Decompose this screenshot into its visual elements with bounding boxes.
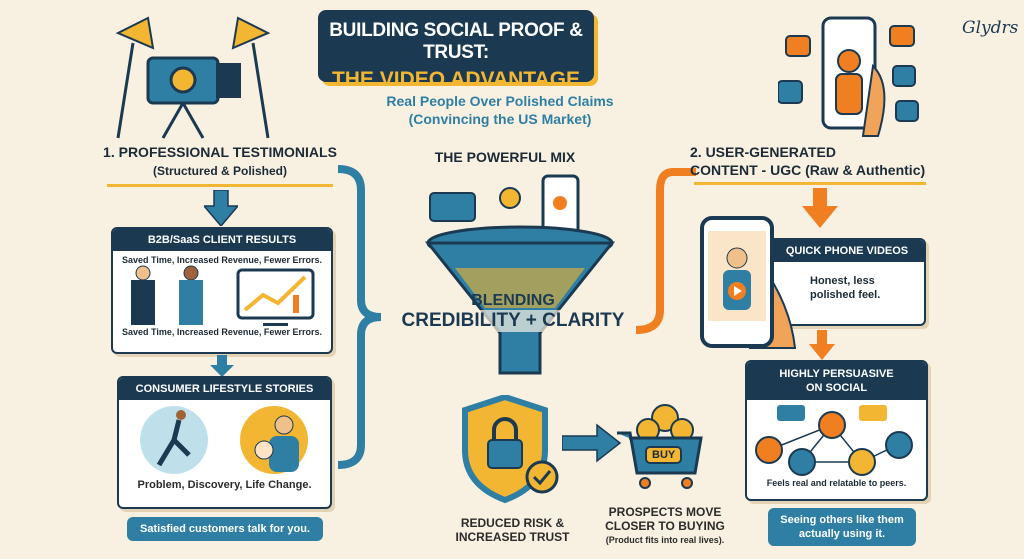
social-title: HIGHLY PERSUASIVE ON SOCIAL: [747, 362, 926, 400]
ugc-heading-line-2: CONTENT - UGC (Raw & Authentic): [690, 162, 926, 178]
title-line-1: BUILDING SOCIAL PROOF & TRUST:: [329, 20, 583, 63]
buy-label: BUY: [645, 446, 683, 464]
social-title-line-2: ON SOCIAL: [805, 382, 868, 394]
arrow-down-icon: [204, 190, 238, 226]
ugc-heading: 2. USER-GENERATED CONTENT - UGC (Raw & A…: [690, 143, 935, 179]
satisfied-customers-pill: Satisfied customers talk for you.: [127, 517, 323, 541]
b2b-card: B2B/SaaS CLIENT RESULTS Saved Time, Incr…: [111, 227, 333, 354]
powerful-mix-heading: THE POWERFUL MIX: [434, 149, 576, 165]
quick-text: Honest, less polished feel.: [770, 262, 924, 302]
video-camera-icon: [115, 16, 271, 139]
consumer-text: Problem, Discovery, Life Change.: [137, 479, 312, 491]
trust-caption: REDUCED RISK & INCREASED TRUST: [445, 516, 580, 544]
pill-line-2: actually using it.: [798, 528, 886, 540]
professional-testimonials-heading: 1. PROFESSIONAL TESTIMONIALS (Structured…: [100, 143, 340, 180]
title-banner: BUILDING SOCIAL PROOF & TRUST: THE VIDEO…: [318, 10, 594, 91]
quick-text-line-1: Honest, less: [810, 275, 875, 287]
funnel-icon: [424, 174, 616, 375]
handshake-chart-icon: [131, 265, 315, 326]
buying-caption: PROSPECTS MOVE CLOSER TO BUYING (Product…: [590, 505, 740, 547]
social-text: Feels real and relatable to peers.: [766, 478, 907, 488]
social-phone-icon: [778, 16, 919, 137]
heading-subtext: (Structured & Polished): [152, 164, 287, 178]
b2b-top-text: Saved Time, Increased Revenue, Fewer Err…: [122, 255, 322, 265]
divider: [694, 182, 926, 185]
blending-line-2: CREDIBILITY + CLARITY: [393, 310, 633, 332]
ugc-phone-icon: [700, 216, 797, 349]
logo: Glydrs: [962, 18, 1019, 38]
heading-text: 1. PROFESSIONAL TESTIMONIALS: [103, 144, 337, 160]
pill-line-1: Seeing others like them: [780, 514, 904, 526]
seeing-others-pill: Seeing others like them actually using i…: [768, 508, 916, 546]
blending-line-1: BLENDING: [471, 292, 555, 309]
buying-line-3: (Product fits into real lives).: [605, 535, 725, 545]
b2b-bottom-text: Saved Time, Increased Revenue, Fewer Err…: [122, 327, 322, 337]
arrow-right-icon: [562, 423, 622, 463]
quick-phone-videos-card: QUICK PHONE VIDEOS Honest, less polished…: [768, 238, 926, 326]
shopping-cart-icon: BUY: [615, 398, 707, 490]
buying-line-1: PROSPECTS MOVE: [608, 505, 722, 519]
left-bracket: [337, 165, 382, 469]
title-line-2: THE VIDEO ADVANTAGE: [331, 68, 581, 91]
ugc-heading-line-1: 2. USER-GENERATED: [690, 144, 836, 160]
b2b-title: B2B/SaaS CLIENT RESULTS: [113, 229, 331, 251]
social-title-line-1: HIGHLY PERSUASIVE: [779, 368, 894, 380]
arrow-down-icon: [809, 330, 835, 360]
quick-text-line-2: polished feel.: [810, 289, 881, 301]
highly-persuasive-card: HIGHLY PERSUASIVE ON SOCIAL Feels real a…: [745, 360, 928, 501]
quick-title: QUICK PHONE VIDEOS: [770, 240, 924, 262]
subtitle-line-2: (Convincing the US Market): [408, 111, 592, 127]
arrow-down-icon: [802, 188, 838, 228]
blending-label: BLENDING CREDIBILITY + CLARITY: [393, 292, 633, 332]
arrow-down-icon: [210, 355, 234, 377]
runner-parent-icon: [140, 406, 308, 474]
trust-line-1: REDUCED RISK &: [460, 516, 565, 530]
peer-network-icon: [755, 405, 913, 476]
subtitle-line-1: Real People Over Polished Claims: [386, 93, 614, 109]
right-bracket: [635, 168, 696, 334]
consumer-card: CONSUMER LIFESTYLE STORIES Problem, Disc…: [117, 376, 332, 509]
divider: [107, 184, 333, 187]
consumer-title: CONSUMER LIFESTYLE STORIES: [119, 378, 330, 400]
trust-line-2: INCREASED TRUST: [455, 530, 570, 544]
shield-lock-icon: [462, 395, 559, 504]
buying-line-2: CLOSER TO BUYING: [605, 519, 725, 533]
subtitle: Real People Over Polished Claims (Convin…: [330, 92, 670, 128]
